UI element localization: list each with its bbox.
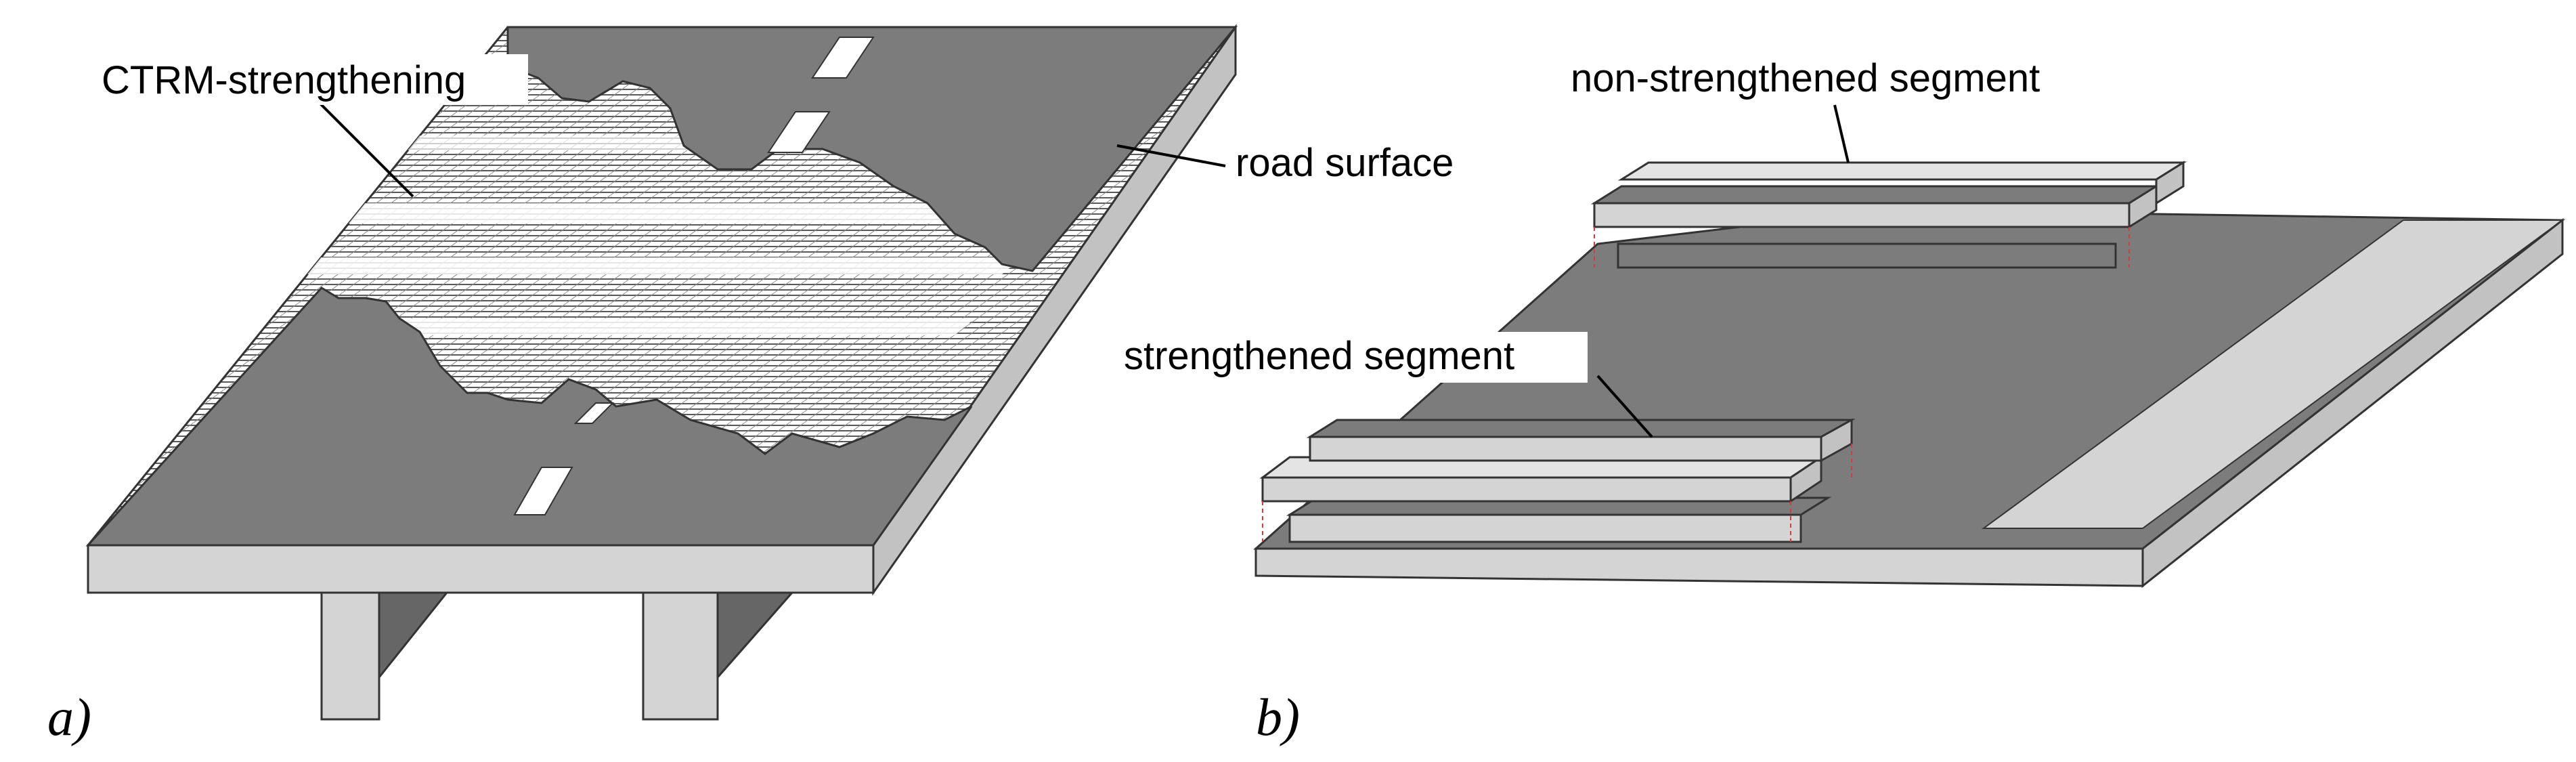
panel-b-diagram: [1253, 104, 2566, 589]
strengthened-leader-line: [1596, 375, 1653, 438]
girder-left: [320, 591, 450, 721]
non-strengthened-leader-line: [1833, 104, 1850, 163]
non-strengthened-segment-stack: [1590, 161, 2187, 269]
base-slab-side: [2141, 217, 2564, 589]
deck-front-edge: [87, 544, 875, 594]
ctrm-leader-line: [303, 87, 414, 198]
road-surface-leader-line: [1116, 144, 1226, 167]
strengthened-label: strengthened segment: [1124, 334, 1514, 378]
base-slab-front: [1254, 547, 2144, 587]
panel-a-label: a): [47, 687, 91, 746]
strengthened-segment-stack: [1259, 418, 1856, 543]
road-surface-far: [506, 26, 1238, 272]
non-strengthened-label: non-strengthened segment: [1571, 56, 2040, 100]
ctrm-label: CTRM-strengthening: [102, 58, 466, 102]
road-surface-near: [85, 287, 973, 547]
lane-markings: [513, 37, 875, 515]
panel-b-label: b): [1256, 687, 1300, 746]
strengthened-label-bg: [1114, 332, 1588, 383]
road-surface-label: road surface: [1236, 141, 1454, 185]
panel-a-diagram: [85, 24, 1238, 721]
girder-right: [642, 591, 795, 721]
ctrm-label-bg: [88, 54, 528, 105]
